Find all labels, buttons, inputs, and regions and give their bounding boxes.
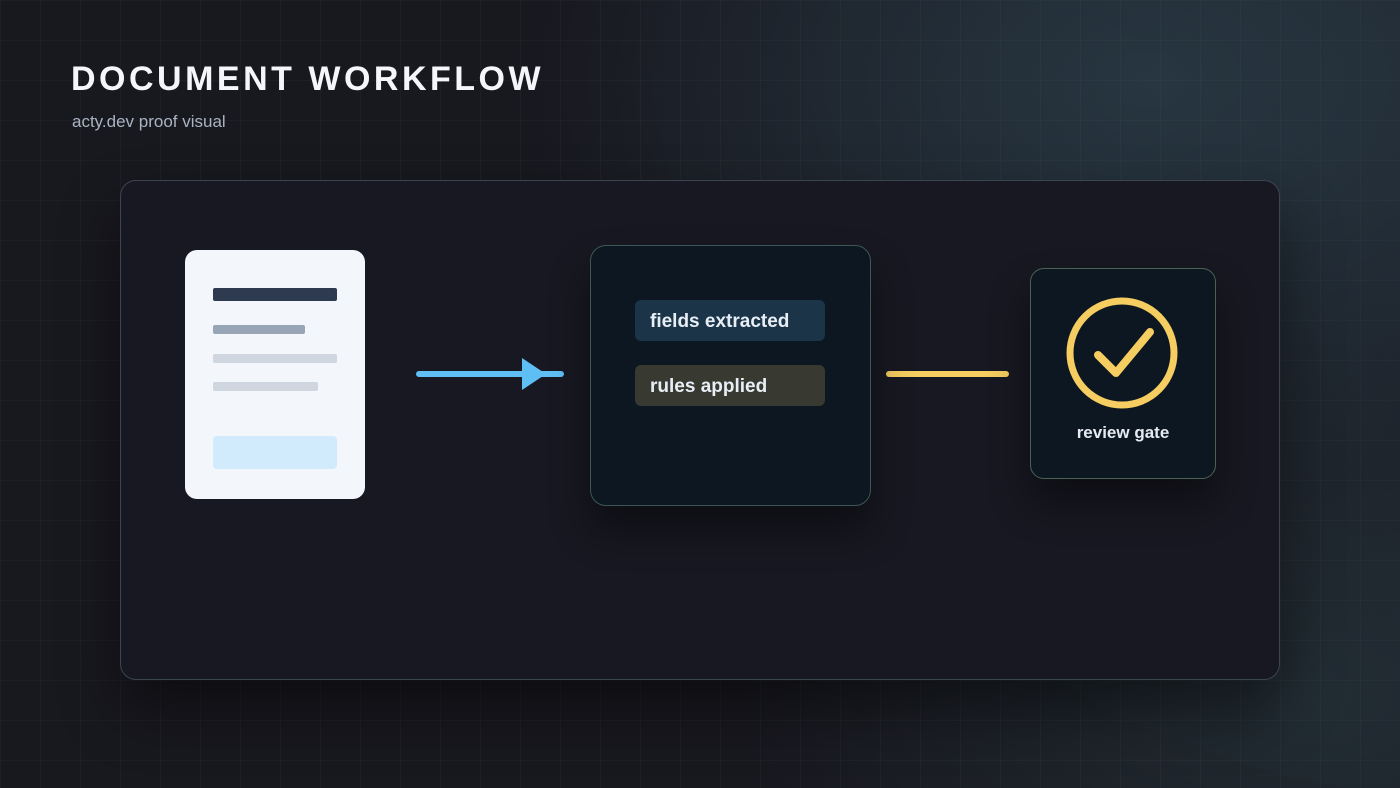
check-circle-icon [1066,297,1178,409]
page-subtitle: acty.dev proof visual [72,112,226,131]
fields-extracted-chip: fields extracted [635,300,825,341]
document-card [185,250,365,499]
document-text-line [213,354,337,363]
review-gate-card: review gate [1030,268,1216,479]
page-title: DOCUMENT WORKFLOW [71,60,545,98]
document-text-line [213,382,318,391]
document-heading-line [213,288,337,301]
document-subheading-line [213,325,305,334]
document-footer-block [213,436,337,469]
rules-applied-chip: rules applied [635,365,825,406]
processing-card: fields extracted rules applied [590,245,871,506]
review-gate-label: review gate [1076,423,1170,442]
